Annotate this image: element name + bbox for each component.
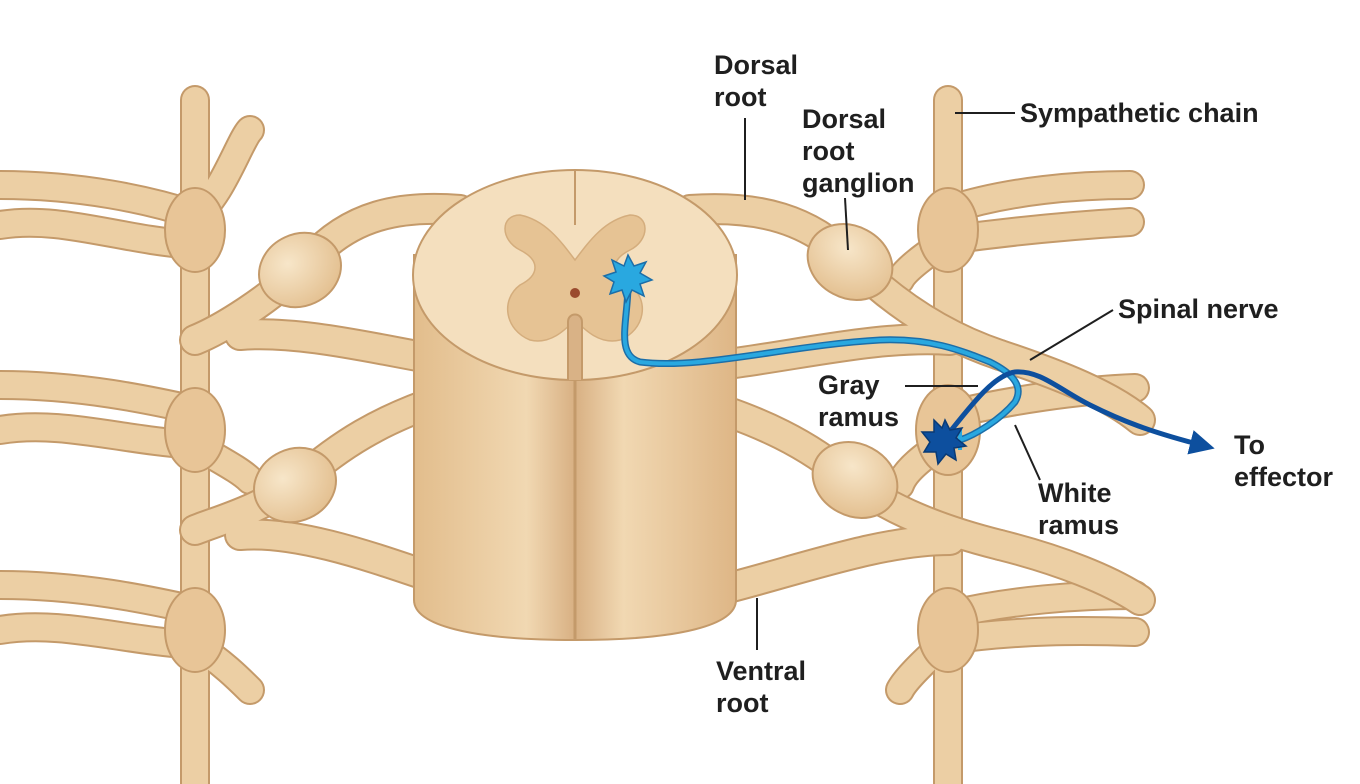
label-line: To bbox=[1234, 430, 1265, 460]
label-line: Dorsal bbox=[714, 50, 798, 80]
label-line: root bbox=[714, 82, 766, 112]
central-canal bbox=[570, 288, 580, 298]
label-sympathetic-chain: Sympathetic chain bbox=[1020, 98, 1259, 128]
label-gray-ramus: Gray ramus bbox=[818, 370, 899, 432]
leader-lines bbox=[744, 112, 1114, 650]
postganglionic-cell-body bbox=[920, 418, 968, 466]
label-line: Gray bbox=[818, 370, 880, 400]
label-line: Dorsal bbox=[802, 104, 886, 134]
label-dorsal-root-ganglion: Dorsal root ganglion bbox=[802, 104, 914, 198]
label-line: root bbox=[802, 136, 854, 166]
ganglion-lower-right bbox=[811, 441, 899, 519]
label-spinal-nerve: Spinal nerve bbox=[1118, 294, 1279, 324]
label-ventral-root: Ventral root bbox=[716, 656, 814, 718]
label-white-ramus: White ramus bbox=[1038, 478, 1119, 540]
label-line: White bbox=[1038, 478, 1112, 508]
ventral-median-fissure bbox=[567, 313, 583, 380]
dorsal-root-ganglia bbox=[253, 223, 899, 524]
preganglionic-cell-body bbox=[602, 253, 654, 304]
ganglion-upper-right bbox=[806, 223, 894, 301]
ganglion-lower-left bbox=[253, 446, 337, 524]
label-line: effector bbox=[1234, 462, 1334, 492]
label-line: Ventral bbox=[716, 656, 806, 686]
label-line: Spinal nerve bbox=[1118, 294, 1279, 324]
label-line: Sympathetic chain bbox=[1020, 98, 1259, 128]
spinal-cord bbox=[412, 169, 738, 642]
label-line: ramus bbox=[1038, 510, 1119, 540]
left-sympathetic-chain bbox=[0, 85, 265, 784]
postganglionic-neuron bbox=[920, 369, 1215, 466]
label-line: ganglion bbox=[802, 168, 914, 198]
label-dorsal-root: Dorsal root bbox=[714, 50, 806, 112]
label-line: root bbox=[716, 688, 768, 718]
labels: Dorsal root Dorsal root ganglion Sympath… bbox=[714, 50, 1334, 718]
label-to-effector: To effector bbox=[1234, 430, 1334, 492]
preganglionic-neuron bbox=[602, 253, 1022, 450]
ganglion-upper-left bbox=[258, 231, 342, 309]
label-line: ramus bbox=[818, 402, 899, 432]
